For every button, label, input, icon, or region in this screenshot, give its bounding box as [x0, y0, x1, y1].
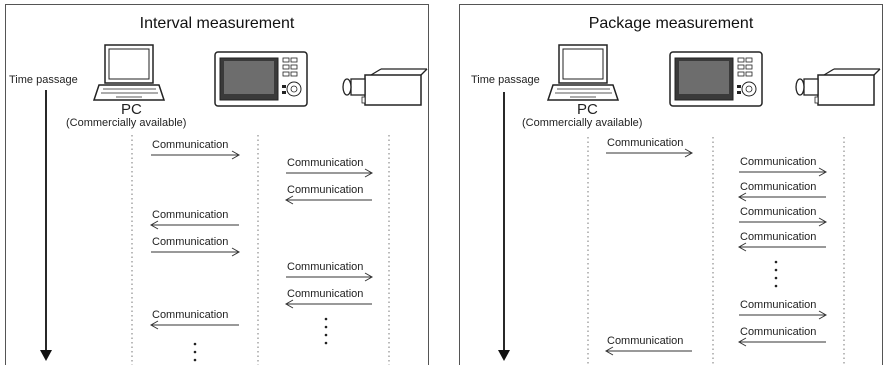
communication-label: Communication	[740, 156, 817, 168]
pc-subtitle: (Commercially available)	[522, 117, 643, 129]
camera-icon	[342, 68, 428, 106]
message-arrow-5	[739, 310, 828, 320]
message-arrow-4	[151, 247, 241, 257]
communication-label: Communication	[287, 288, 364, 300]
communication-label: Communication	[740, 326, 817, 338]
message-arrow-7	[604, 346, 692, 356]
message-arrow-3	[149, 220, 239, 230]
message-arrow-2	[737, 192, 826, 202]
laptop-icon	[92, 44, 166, 101]
communication-label: Communication	[607, 335, 684, 347]
message-arrow-5	[286, 272, 374, 282]
camera-icon	[795, 68, 881, 106]
communication-label: Communication	[152, 236, 229, 248]
message-arrow-3	[739, 217, 828, 227]
pc-label: PC	[577, 101, 598, 118]
communication-label: Communication	[152, 209, 229, 221]
communication-label: Communication	[607, 137, 684, 149]
continuation-ellipsis	[774, 260, 778, 288]
message-arrow-0	[151, 150, 241, 160]
sequence-diagram	[498, 44, 881, 365]
message-arrow-4	[737, 242, 826, 252]
communication-label: Communication	[287, 261, 364, 273]
package-measurement-panel: Package measurement	[459, 4, 883, 365]
continuation-ellipsis	[324, 317, 328, 345]
message-arrow-6	[284, 299, 372, 309]
time-passage-label: Time passage	[471, 74, 540, 86]
communication-label: Communication	[740, 231, 817, 243]
laptop-icon	[546, 44, 620, 101]
measuring-instrument-icon	[669, 51, 763, 107]
message-arrow-2	[284, 195, 372, 205]
communication-label: Communication	[740, 181, 817, 193]
message-arrow-1	[286, 168, 374, 178]
message-arrow-6	[737, 337, 826, 347]
pc-label: PC	[121, 101, 142, 118]
communication-label: Communication	[287, 184, 364, 196]
message-arrow-0	[606, 148, 694, 158]
time-arrowhead	[498, 350, 510, 361]
continuation-ellipsis	[193, 342, 197, 362]
pc-subtitle: (Commercially available)	[66, 117, 187, 129]
panel-title: Package measurement	[588, 15, 754, 32]
message-arrow-1	[739, 167, 828, 177]
measuring-instrument-icon	[214, 51, 308, 107]
message-arrow-7	[149, 320, 239, 330]
time-arrowhead	[40, 350, 52, 361]
communication-label: Communication	[152, 309, 229, 321]
time-passage-label: Time passage	[9, 74, 78, 86]
communication-label: Communication	[740, 299, 817, 311]
communication-label: Communication	[152, 139, 229, 151]
sequence-diagram	[40, 44, 428, 365]
communication-label: Communication	[287, 157, 364, 169]
interval-measurement-panel: Interval measurement	[5, 4, 429, 365]
communication-label: Communication	[740, 206, 817, 218]
panel-title: Interval measurement	[139, 15, 295, 32]
